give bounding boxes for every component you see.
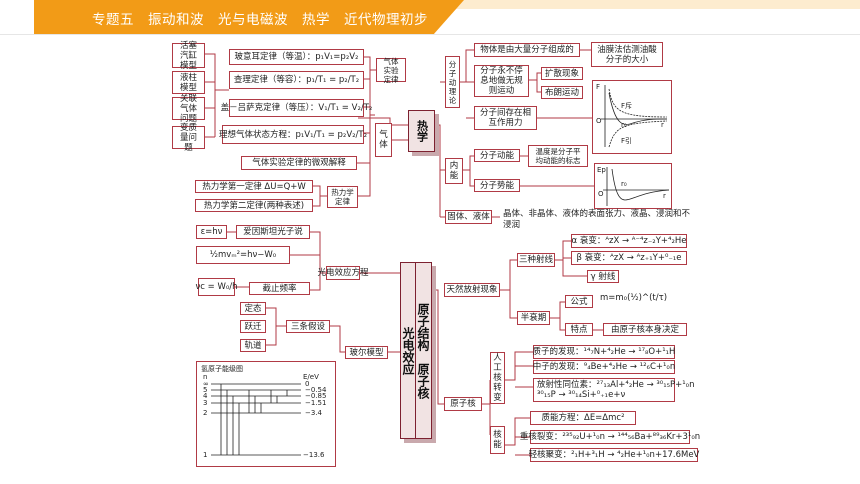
isotope-box: 放射性同位素：²⁷₁₃Al+⁴₂He → ³⁰₁₅P+¹₀n ³⁰₁₅P → ³… [533,378,694,402]
artificial-transmutation-box: 人工核转变 [490,352,505,404]
level-n-2: 2 [203,409,208,417]
beta-decay-box: β 衰变：ᴬzX → ᴬz₊₁Y+⁰₋₁e [571,251,687,265]
internal-energy-box: 内能 [445,158,463,184]
energy-level-plot [211,383,301,456]
force-axis-y: F [596,83,601,91]
oil-film-box: 油膜法估测油酸分子的大小 [591,42,663,67]
level-e-3: −1.51 [305,399,327,407]
force-graph-plot [601,85,668,148]
force-graph: F r O r₀ F斥 F引 [592,80,672,154]
thermo-center-cube: 热学 [408,110,435,152]
stationary-state-box: 定态 [240,302,266,315]
first-law-box: 热力学第一定律 ΔU=Q+W [195,180,313,193]
level-n-5: 5 [203,386,208,394]
level-n-1: 1 [203,451,208,459]
half-life-equation: m=m₀(½)^(t/τ) [600,293,668,303]
force-axis-x: r [661,121,664,129]
temperature-mark-box: 温度是分子平均动能的标志 [528,145,588,167]
thermo-law-group-box: 热力学定律 [327,186,358,208]
molecular-theory-box: 分子动理论 [445,56,460,108]
transition-box: 跃迁 [240,320,266,333]
natural-radioactivity-box: 天然放射现象 [444,283,500,297]
force-origin: O [596,117,602,125]
header-rule [0,34,860,35]
potential-axis-y: Ep [597,166,606,174]
micro-explanation-box: 气体实验定律的微观解释 [241,156,357,170]
intermolecular-force-box: 分子间存在相互作用力 [474,106,537,130]
potential-axis-x: r [663,192,666,200]
three-hypotheses-box: 三条假设 [286,320,330,333]
alpha-decay-box: α 衰变：ᴬzX → ᴬ⁻⁴z₋₂Y+⁴₂He [571,234,687,248]
energy-level-title: 氢原子能级图 [201,365,243,373]
molecules-composition-box: 物体是由大量分子组成的 [474,43,580,57]
photoelectric-equation-group: 光电效应方程 [317,266,369,280]
gas-law-group-box: 气体实验定律 [376,57,406,84]
charles-law-box: 查理定律（等容）：p₁/T₁ = p₂/T₂ [229,71,364,89]
cutoff-frequency-formula: νc = W₀/h [196,278,238,296]
energy-level-e-label: E/eV [303,373,319,381]
bohr-model-box: 玻尔模型 [345,346,388,359]
header-bar: 专题五 振动和波 光与电磁波 热学 近代物理初步 [0,0,860,34]
level-n-3: 3 [203,399,208,407]
potential-origin: O [598,190,604,198]
fusion-box: 轻核聚变：²₁H+³₁H → ⁴₂He+¹₀n+17.6MeV [528,448,700,462]
level-e-4: −0.85 [305,392,327,400]
random-motion-box: 分子永不停息地做无规则运动 [474,65,529,97]
level-n-4: 4 [203,392,208,400]
level-e-1: −13.6 [303,451,325,459]
potential-energy-box: 分子势能 [474,179,520,192]
potential-graph: Ep r O r₀ [594,163,672,209]
three-rays-box: 三种射线 [517,253,555,267]
second-law-box: 热力学第二定律(两种表述) [195,199,313,212]
gay-lussac-law-box: 盖－吕萨克定律（等压）：V₁/T₁ = V₂/T₂ [221,99,372,117]
model-piston-box: 活塞汽缸模型 [172,41,205,71]
neutron-discovery-box: 中子的发现：⁹₄Be+⁴₂He → ¹²₆C+¹₀n [532,360,676,374]
nuclear-energy-box: 核能 [490,426,505,454]
nucleus-box: 原子核 [444,397,482,411]
force-attractive-label: F引 [621,137,633,145]
header-band [34,0,464,34]
brownian-motion-box: 布朗运动 [541,86,583,99]
gamma-ray-box: γ 射线 [587,270,619,283]
atomic-structure-cube: 原子结构 原子核 [415,262,432,439]
fission-box: 重核裂变：²³⁵₉₂U+¹₀n → ¹⁴⁴₅₆Ba+⁸⁹₃₆Kr+3¹₀n [519,430,701,444]
model-connected-gas-box: 关联气体问题 [172,94,205,124]
gas-box: 气体 [375,123,392,157]
model-variable-mass-box: 变质量问题 [172,123,205,153]
isotope-line-1: 放射性同位素：²⁷₁₃Al+⁴₂He → ³⁰₁₅P+¹₀n [537,380,695,390]
ideal-gas-law-box: 理想气体状态方程：p₁V₁/T₁ = p₂V₂/T₂ [219,125,367,144]
force-repulsive-label: F斥 [621,102,633,110]
solid-liquid-description: 晶体、非晶体、液体的表面张力、液晶、浸润和不浸润 [503,209,691,230]
model-liquid-column-box: 液柱模型 [172,71,205,94]
einstein-photon-box: 爱因斯坦光子说 [236,225,310,239]
orbit-box: 轨道 [240,339,266,352]
isotope-line-2: ³⁰₁₅P → ³⁰₁₄Si+⁰₊₁e+ν [537,390,626,400]
level-n-inf: ∞ [203,380,209,388]
cutoff-frequency-box: 截止频率 [249,282,310,295]
proton-discovery-box: 质子的发现：¹⁴₇N+⁴₂He → ¹⁷₈O+¹₁H [532,345,676,359]
header-strip [440,0,860,9]
photon-energy-box: ε=hν [196,225,227,239]
photoelectric-equation-box: ½mvₘ²=hν−W₀ [196,246,290,264]
energy-level-n-label: n [203,373,208,381]
energy-level-diagram: 氢原子能级图 n E/eV ∞ 5 4 3 2 1 0 −0.54 −0.85 … [196,361,336,467]
boyle-law-box: 玻意耳定律（等温）：p₁V₁=p₂V₂ [229,49,364,65]
formula-box: 公式 [565,295,593,308]
header-title: 专题五 振动和波 光与电磁波 热学 近代物理初步 [92,12,428,28]
mass-energy-box: 质能方程：ΔE=Δmc² [530,411,636,425]
diffusion-box: 扩散现象 [541,67,583,80]
potential-r0-label: r₀ [621,180,627,188]
level-e-inf: 0 [305,380,310,388]
feature-box: 特点 [565,323,593,336]
potential-graph-plot [603,167,670,206]
feature-description-box: 由原子核本身决定 [603,323,687,336]
kinetic-energy-box: 分子动能 [474,149,520,162]
solid-liquid-box: 固体、液体 [445,210,492,224]
half-life-box: 半衰期 [517,311,550,325]
level-e-5: −0.54 [305,386,327,394]
level-e-2: −3.4 [305,409,322,417]
force-r0-label: r₀ [621,121,627,129]
